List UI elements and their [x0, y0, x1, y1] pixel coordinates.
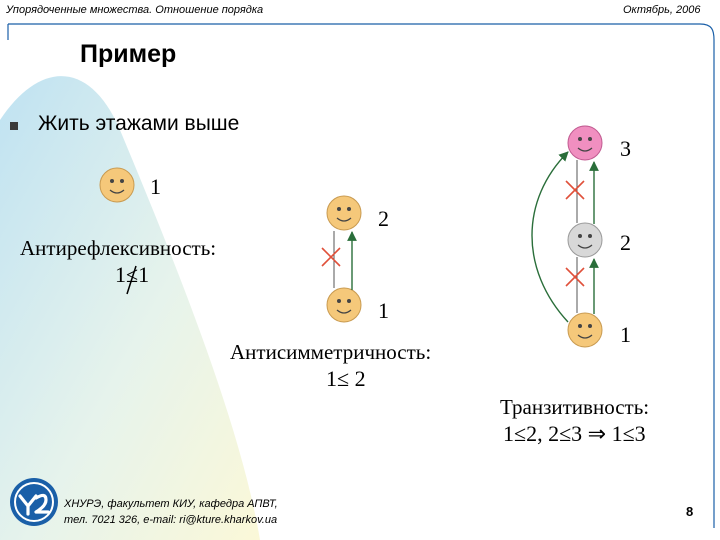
bullet-text: Жить этажами выше — [38, 112, 240, 135]
university-logo — [10, 478, 58, 526]
ex1-formula: 1≤1 — [115, 262, 150, 287]
cross-icon-ex3-lower — [565, 267, 585, 287]
ex2-formula: 1≤ 2 — [326, 366, 366, 391]
header-date: Октябрь, 2006 — [623, 4, 701, 16]
ex3-formula: 1≤2, 2≤3 ⇒ 1≤3 — [503, 421, 646, 446]
ex2-floor2-label: 2 — [378, 206, 389, 231]
face-icon-ex1-floor1 — [99, 167, 135, 203]
ex3-floor3-label: 3 — [620, 136, 631, 161]
cross-icon-ex3-upper — [565, 180, 585, 200]
header-left-title: Упорядоченные множества. Отношение поряд… — [6, 4, 264, 16]
face-icon-ex2-floor1 — [326, 287, 362, 323]
ex2-floor1-label: 1 — [378, 298, 389, 323]
arrow-ex3-1to3 — [531, 151, 569, 323]
ex3-floor1-label: 1 — [620, 322, 631, 347]
bullet-marker — [10, 122, 18, 130]
ex3-floor2-label: 2 — [620, 230, 631, 255]
frame-line — [8, 23, 715, 528]
footer-line1: ХНУРЭ, факультет КИУ, кафедра АПВТ, — [64, 498, 278, 510]
page-number: 8 — [686, 504, 694, 519]
footer-line2: тел. 7021 326, e-mail: ri@kture.kharkov.… — [64, 514, 278, 526]
face-icon-ex3-floor2 — [567, 222, 603, 258]
ex3-caption: Транзитивность: — [500, 395, 650, 419]
strike-icon — [126, 265, 137, 295]
slide-title: Пример — [80, 40, 177, 68]
cross-icon-ex2 — [321, 247, 341, 267]
face-icon-ex3-floor3 — [567, 125, 603, 161]
ex1-caption: Антирефлексивность: — [20, 236, 217, 260]
ex2-caption: Антисимметричность: — [230, 340, 432, 364]
ex1-floor-label: 1 — [150, 174, 161, 199]
background-band — [0, 76, 260, 540]
face-icon-ex3-floor1 — [567, 312, 603, 348]
face-icon-ex2-floor2 — [326, 195, 362, 231]
